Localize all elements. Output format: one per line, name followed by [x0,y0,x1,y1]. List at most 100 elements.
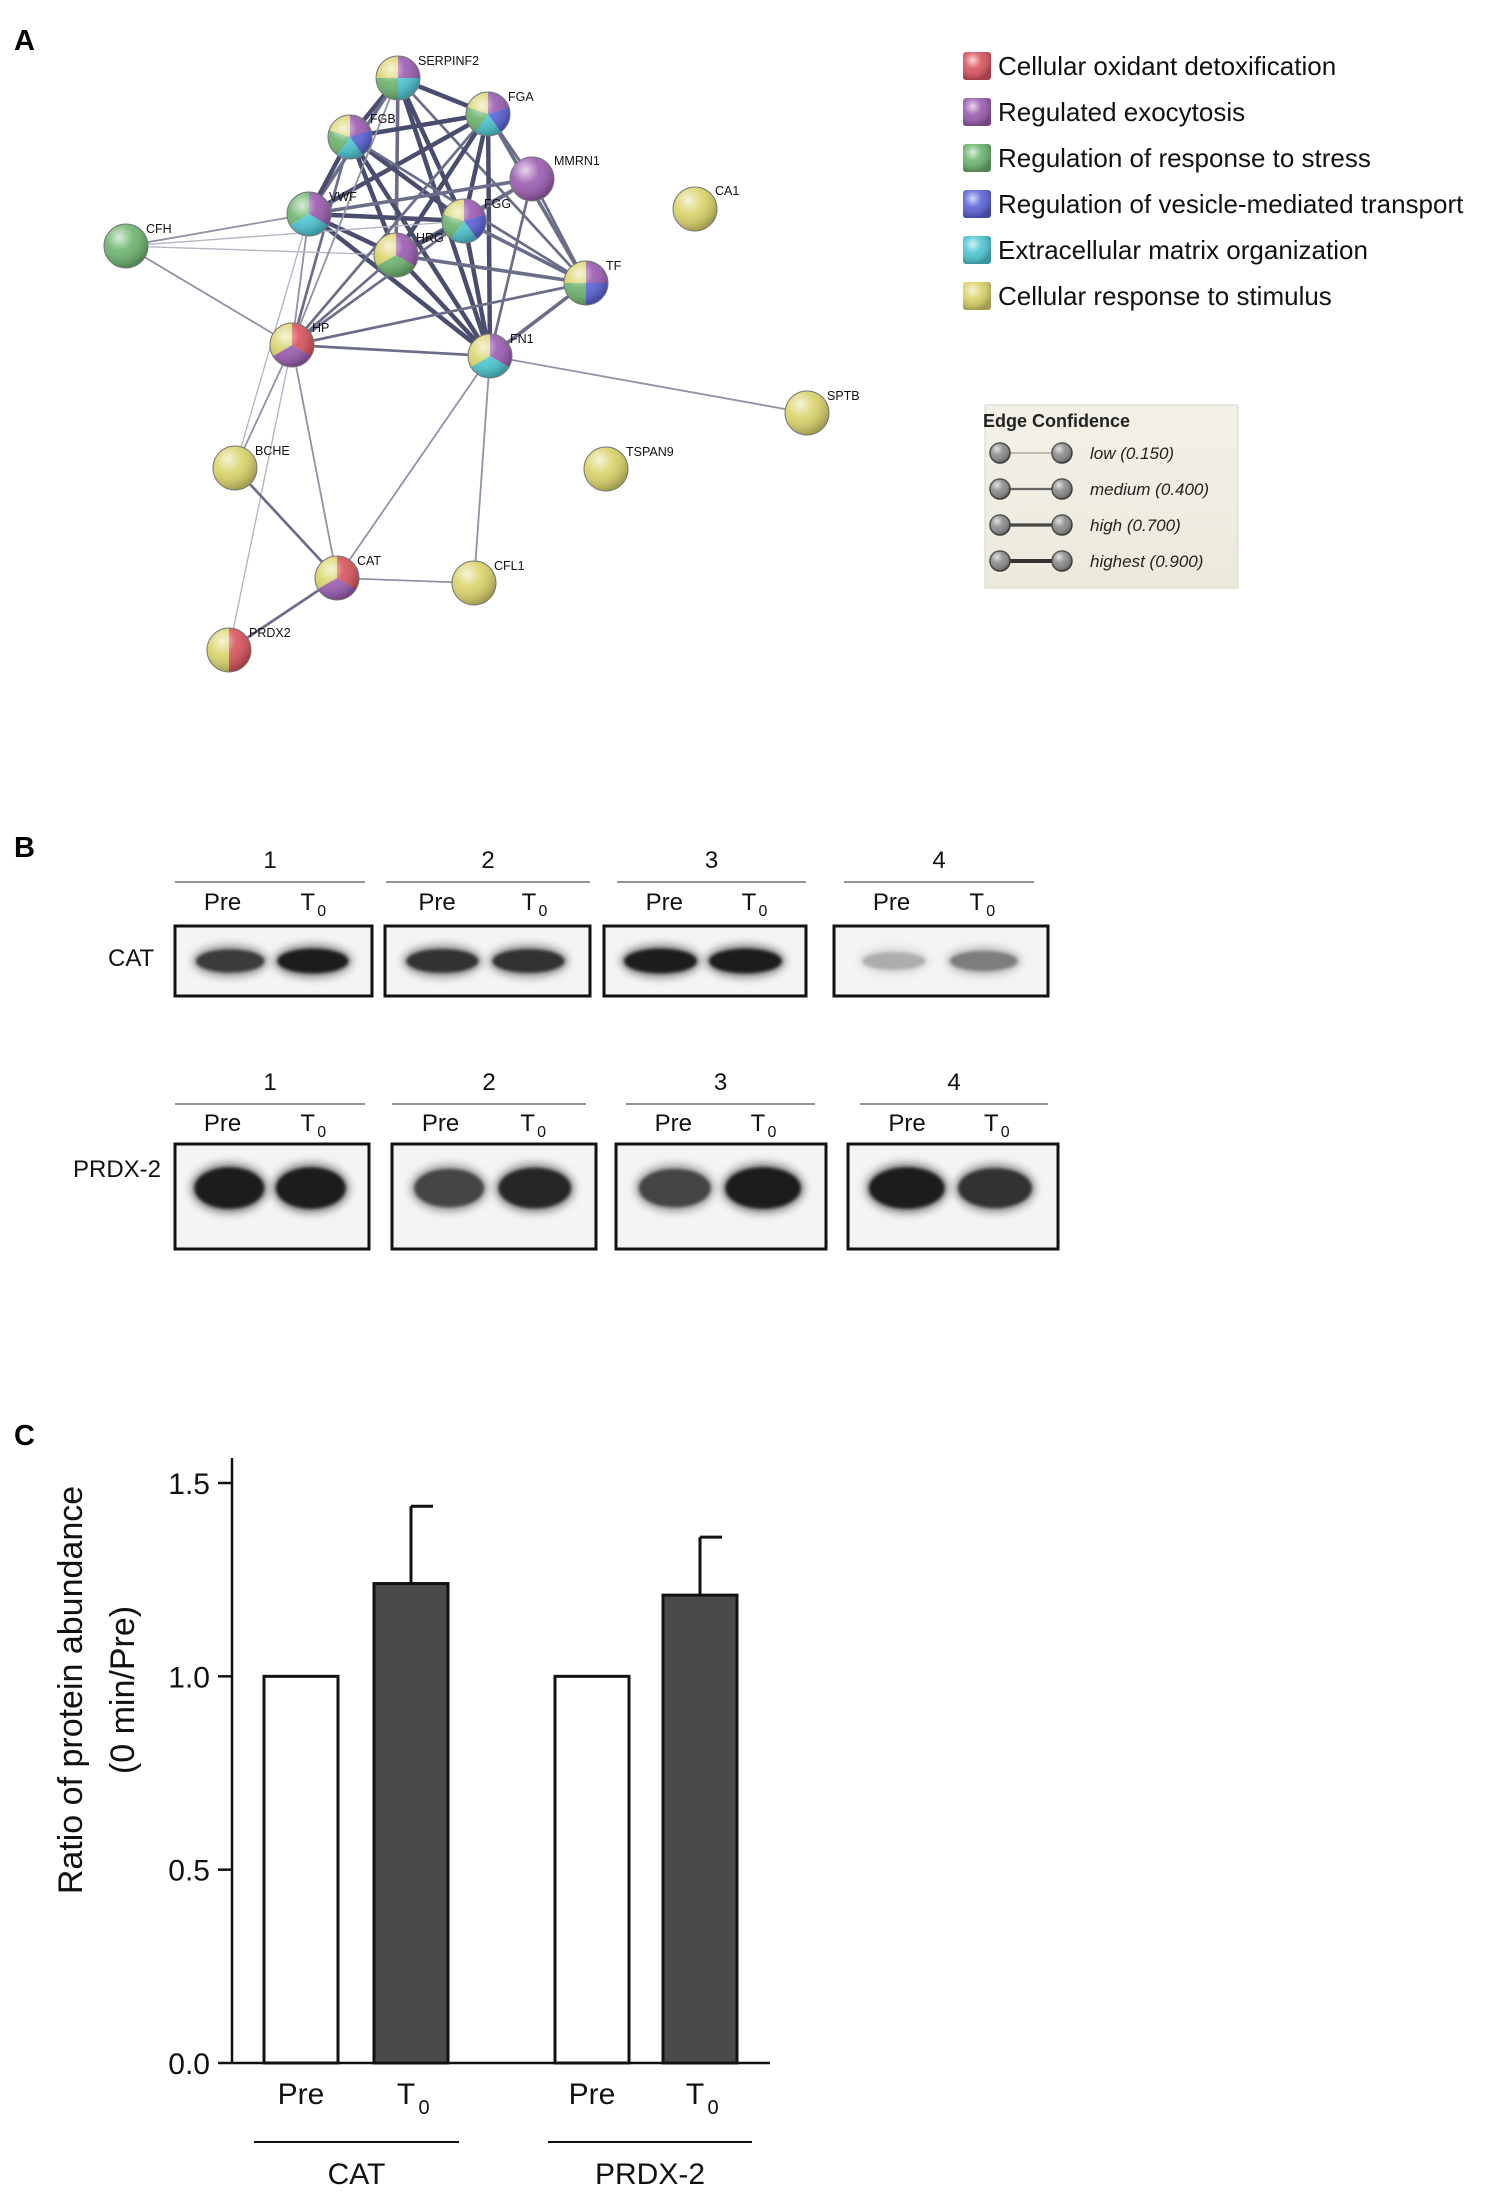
node-cfh[interactable]: CFH [103,222,172,269]
legend-item: Regulated exocytosis [963,97,1245,127]
node-cfl1[interactable]: CFL1 [451,559,525,606]
network-edge [463,219,587,285]
node-shine [206,627,252,673]
node-fn1[interactable]: FN1 [467,332,534,379]
network-edge [125,213,310,247]
blot-band [869,1167,945,1209]
x-category-label: T [686,2078,704,2111]
bar-chart: Ratio of protein abundance (0 min/Pre) 0… [52,1458,770,2191]
node-hp[interactable]: HP [269,321,329,368]
lane-number: 2 [481,847,494,874]
lane-t0-subscript: 0 [538,903,547,920]
node-fga[interactable]: FGA [465,90,534,137]
network-edge [395,253,587,285]
node-fgg[interactable]: FGG [441,197,511,244]
group-label: CAT [328,2158,386,2191]
lane-t0-label: T [520,1110,535,1137]
x-category-label: T [397,2078,415,2111]
node-shine [314,555,360,601]
network-edge [291,281,587,347]
network-edge [307,212,492,358]
node-sptb[interactable]: SPTB [784,389,860,436]
y-axis-label-line-1: Ratio of protein abundance [52,1486,90,1894]
node-shine [269,322,315,368]
lane-t0-label: T [522,889,537,916]
lane-t0-label: T [984,1110,999,1137]
edge-level-node-shine [1052,515,1072,535]
edge-level-label: medium (0.400) [1090,480,1209,499]
blot-band [194,1167,265,1209]
y-axis-label: Ratio of protein abundance (0 min/Pre) [52,1486,142,1894]
x-category-label: Pre [278,2078,325,2111]
node-label: MMRN1 [554,154,600,168]
network-edge [397,77,587,284]
node-shine [672,186,718,232]
legend-swatch-shine [963,98,991,126]
lane-t0-label: T [742,889,757,916]
lane-t0-subscript: 0 [759,903,768,920]
node-bche[interactable]: BCHE [212,444,290,491]
edge-confidence-box [984,404,1239,589]
network-edge [489,355,808,414]
node-cat[interactable]: CAT [314,554,381,601]
node-ca1[interactable]: CA1 [672,184,739,232]
blot-band [958,1168,1032,1209]
lane-t0-subscript: 0 [986,903,995,920]
network-edge [291,344,338,579]
blot-band [725,1167,801,1209]
blot-protein-label: CAT [108,945,155,972]
lane-pre-label: Pre [418,889,455,916]
lane-pre-label: Pre [888,1110,925,1137]
node-label: CA1 [715,184,739,198]
edge-level-node-shine [990,479,1010,499]
blot-band [498,1167,572,1209]
node-tspan9[interactable]: TSPAN9 [583,445,674,492]
blot-band [414,1168,485,1208]
legend-item: Regulation of response to stress [963,143,1371,173]
network-edge [473,355,491,584]
x-category-subscript: 0 [418,2097,429,2119]
bar-prdx-2-pre [553,1674,631,2065]
node-shine [784,390,830,436]
lane-t0-subscript: 0 [768,1124,777,1141]
y-axis-label-line-2: (0 min/Pre) [104,1606,142,1774]
network-edge [307,112,490,216]
node-fgb[interactable]: FGB [327,112,396,160]
node-mmrn1[interactable]: MMRN1 [509,154,600,202]
lane-number: 3 [714,1069,727,1096]
legend-item: Regulation of vesicle-mediated transport [963,189,1464,219]
node-label: CFH [146,222,172,236]
node-label: CAT [357,554,381,568]
lane-t0-subscript: 0 [317,1124,326,1141]
lane-pre-label: Pre [646,889,683,916]
network-edge [348,135,492,358]
node-hrg[interactable]: HRG [373,231,444,278]
blot-band [277,948,349,974]
node-vwf[interactable]: VWF [286,190,357,237]
network-edge [291,77,399,346]
node-shine [451,560,497,606]
edge-level-node-shine [990,443,1010,463]
legend-item: Cellular oxidant detoxification [963,51,1336,81]
lane-pre-label: Pre [204,889,241,916]
edge-level-node-shine [1052,479,1072,499]
node-serpinf2[interactable]: SERPINF2 [375,54,479,101]
node-tf[interactable]: TF [563,259,622,306]
blot-band [709,948,782,974]
edge-level-node-shine [990,551,1010,571]
node-shine [563,260,609,306]
network-edge [461,220,493,357]
network-edge [234,467,338,579]
node-shine [286,191,332,237]
node-prdx2[interactable]: PRDX2 [206,626,291,673]
edge-level: high (0.700) [989,514,1181,536]
legend-item: Cellular response to stimulus [963,281,1332,311]
lane-pre-label: Pre [873,889,910,916]
group-label: PRDX-2 [595,2158,705,2191]
